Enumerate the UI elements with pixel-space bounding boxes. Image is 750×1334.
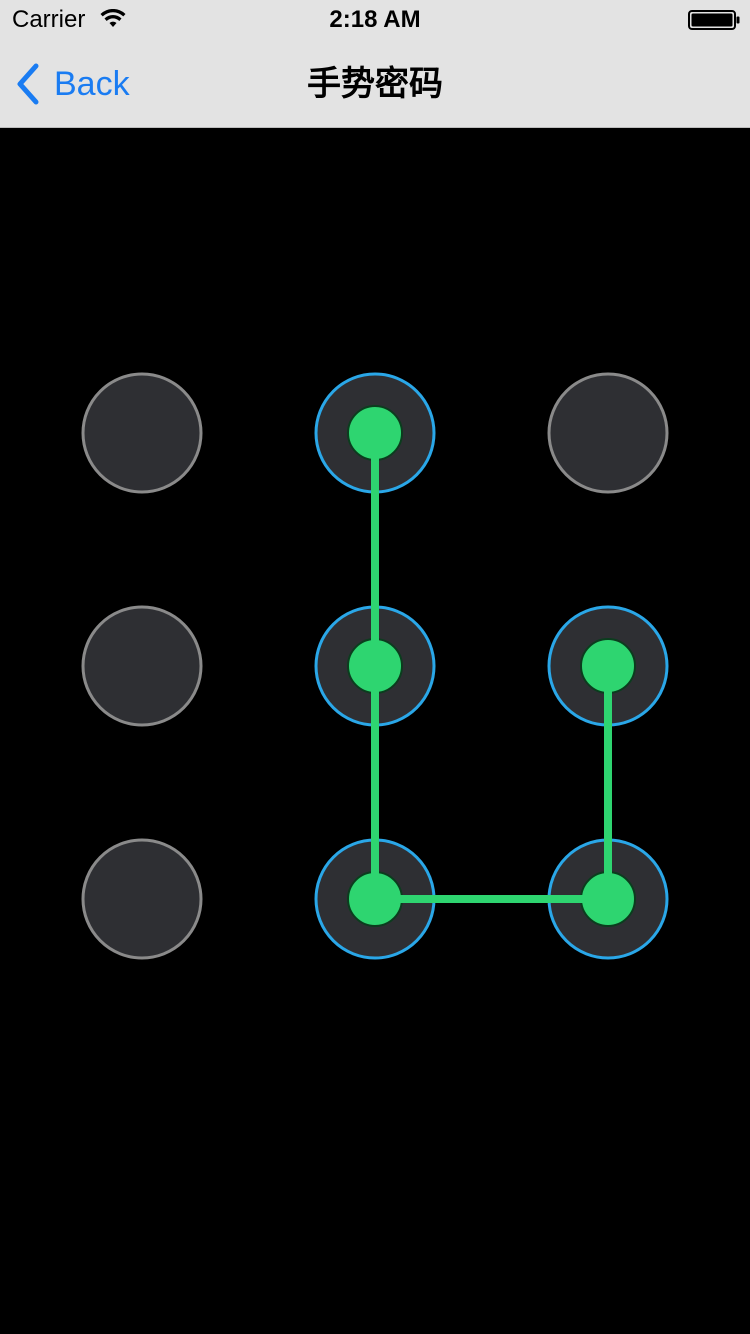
gesture-pattern-pad[interactable] <box>0 128 750 1334</box>
pattern-node-7[interactable] <box>81 838 203 960</box>
back-label: Back <box>54 65 130 103</box>
pattern-canvas <box>81 372 669 960</box>
status-time: 2:18 AM <box>329 6 421 33</box>
pattern-node-1[interactable] <box>81 372 203 494</box>
wifi-icon <box>100 9 126 27</box>
pattern-node-4[interactable] <box>81 605 203 727</box>
chevron-left-icon <box>17 63 39 105</box>
status-bar: Carrier 2:18 AM <box>0 0 750 40</box>
pattern-path-line-overlay <box>371 433 612 903</box>
top-header: Carrier 2:18 AM Back 手势密码 <box>0 0 750 128</box>
pattern-node-3[interactable] <box>547 372 669 494</box>
back-button[interactable]: Back <box>14 60 130 108</box>
navigation-bar: Back 手势密码 <box>0 40 750 128</box>
carrier-label: Carrier <box>12 6 86 33</box>
page-title: 手势密码 <box>307 65 443 103</box>
battery-icon <box>688 10 740 30</box>
